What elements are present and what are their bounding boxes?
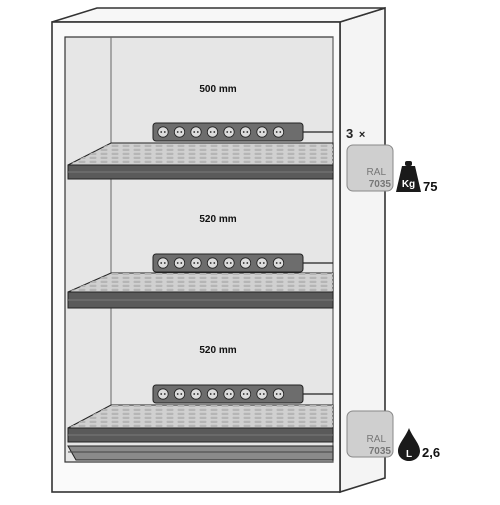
- socket-pin: [209, 393, 212, 395]
- power-strip-2: [152, 253, 333, 273]
- socket-pin: [275, 393, 278, 395]
- cabinet-top-panel: [51, 7, 386, 23]
- socket-pin: [246, 393, 249, 395]
- power-socket: [239, 126, 252, 138]
- socket-pin: [279, 262, 282, 264]
- shelf-3-dimension: 520 mm: [199, 345, 236, 356]
- shelf-3: [67, 404, 334, 443]
- power-socket: [173, 126, 186, 138]
- socket-pin: [180, 393, 183, 395]
- bottom-sump: [67, 445, 334, 461]
- socket-pin: [163, 262, 166, 264]
- weight-kg-icon: Kg: [396, 161, 421, 192]
- power-socket: [223, 126, 235, 138]
- socket-pin: [229, 131, 232, 133]
- ral-swatch-shelf: RAL 7035: [346, 144, 394, 192]
- socket-pin: [209, 262, 212, 264]
- socket-pin: [275, 131, 278, 133]
- power-socket: [272, 388, 285, 400]
- socket-pin: [246, 262, 249, 264]
- socket-pin: [262, 262, 265, 264]
- socket-pin: [180, 262, 183, 264]
- socket-pin: [259, 393, 262, 395]
- ral-swatch-sump: RAL 7035: [346, 410, 394, 458]
- socket-pin: [275, 262, 278, 264]
- socket-pin: [259, 262, 262, 264]
- power-socket: [239, 257, 252, 269]
- socket-pin: [242, 393, 245, 395]
- socket-pin: [160, 131, 163, 133]
- power-socket: [190, 257, 202, 269]
- load-value: 75: [423, 179, 437, 194]
- power-socket: [223, 388, 235, 400]
- socket-pin: [229, 262, 232, 264]
- socket-pin: [160, 393, 163, 395]
- shelf-count: 3 ×: [346, 126, 365, 141]
- shelf-count-multiplier: ×: [359, 129, 365, 141]
- socket-pin: [259, 131, 262, 133]
- power-socket: [173, 257, 186, 269]
- socket-pin: [226, 131, 229, 133]
- shelf-1: [67, 142, 334, 180]
- shelf-2: [67, 272, 334, 309]
- socket-pin: [213, 262, 216, 264]
- volume-value: 2,6: [422, 445, 440, 460]
- socket-pin: [279, 393, 282, 395]
- power-socket: [157, 388, 169, 400]
- socket-pin: [226, 393, 229, 395]
- shelf-1-dimension: 500 mm: [199, 84, 236, 95]
- power-socket: [157, 257, 169, 269]
- socket-pin: [163, 393, 166, 395]
- socket-pin: [180, 131, 183, 133]
- socket-pin: [193, 262, 196, 264]
- socket-pin: [160, 262, 163, 264]
- socket-pin: [229, 393, 232, 395]
- power-socket: [206, 126, 219, 138]
- socket-pin: [213, 393, 216, 395]
- power-socket: [190, 126, 202, 138]
- socket-pin: [279, 131, 282, 133]
- socket-pin: [262, 131, 265, 133]
- socket-pin: [163, 131, 166, 133]
- power-socket: [173, 388, 186, 400]
- ral-swatch-sump-line1: RAL: [367, 434, 387, 445]
- power-socket: [256, 126, 268, 138]
- shelf-2-dimension: 520 mm: [199, 214, 236, 225]
- socket-pin: [176, 262, 179, 264]
- power-socket: [256, 257, 268, 269]
- power-socket: [206, 257, 219, 269]
- power-strip-1: [152, 122, 333, 142]
- power-socket: [157, 126, 169, 138]
- socket-pin: [226, 262, 229, 264]
- power-socket: [272, 257, 285, 269]
- ral-swatch-sump-line2: 7035: [369, 446, 392, 457]
- power-socket: [223, 257, 235, 269]
- socket-pin: [176, 393, 179, 395]
- shelf-count-number: 3: [346, 126, 353, 141]
- power-socket: [190, 388, 202, 400]
- socket-pin: [196, 262, 199, 264]
- volume-l-icon: L: [398, 428, 420, 461]
- power-socket: [239, 388, 252, 400]
- socket-pin: [246, 131, 249, 133]
- socket-pin: [262, 393, 265, 395]
- socket-pin: [176, 131, 179, 133]
- volume-l-unit: L: [406, 449, 412, 460]
- socket-pin: [193, 131, 196, 133]
- power-socket: [206, 388, 219, 400]
- ral-swatch-shelf-line2: 7035: [369, 179, 392, 190]
- socket-pin: [209, 131, 212, 133]
- socket-pin: [196, 131, 199, 133]
- weight-kg-unit: Kg: [402, 179, 415, 190]
- socket-pin: [242, 131, 245, 133]
- socket-pin: [196, 393, 199, 395]
- ral-swatch-shelf-line1: RAL: [367, 167, 387, 178]
- power-socket: [272, 126, 285, 138]
- socket-pin: [193, 393, 196, 395]
- socket-pin: [213, 131, 216, 133]
- socket-pin: [242, 262, 245, 264]
- power-socket: [256, 388, 268, 400]
- power-strip-3: [152, 384, 333, 404]
